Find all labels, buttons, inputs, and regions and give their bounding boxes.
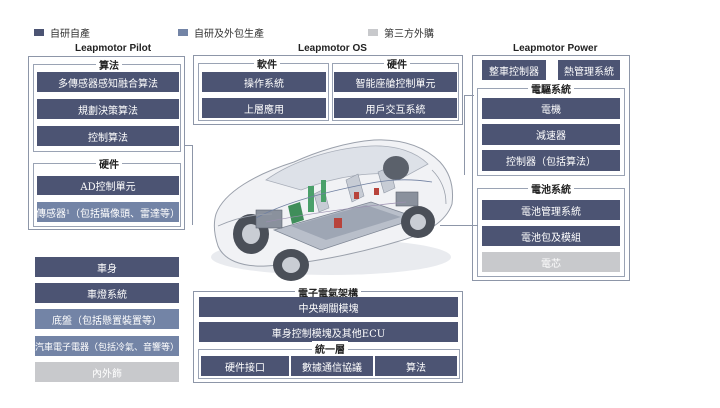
pilot-hw-item-2: 傳感器¹（包括攝像頭、雷達等） xyxy=(36,202,180,222)
ee-unified-item-1: 硬件接口 xyxy=(201,356,289,376)
legend-swatch-jv xyxy=(178,29,188,36)
power-drive-item-3: 控制器（包括算法） xyxy=(482,150,620,171)
power-drive-title: 電驅系統 xyxy=(528,81,574,96)
legend-label-jv: 自研及外包生產 xyxy=(194,29,264,40)
pilot-title: Leapmotor Pilot xyxy=(72,43,155,54)
os-sw-item-1: 操作系統 xyxy=(202,72,326,92)
os-sw-item-2: 上層應用 xyxy=(202,98,326,118)
pilot-frame xyxy=(28,56,185,230)
pilot-algo-title: 算法 xyxy=(96,57,122,72)
body-item-5: 內外飾 xyxy=(35,362,179,382)
power-frame xyxy=(472,55,630,281)
legend-label-tp: 第三方外購 xyxy=(384,29,434,40)
power-battery-item-3: 電芯 xyxy=(482,252,620,272)
connector-pilot xyxy=(185,145,193,146)
connector-power xyxy=(464,95,474,96)
os-sw-title: 軟件 xyxy=(254,56,280,71)
ee-unified-item-3: 算法 xyxy=(375,356,457,376)
os-hw-item-1: 智能座艙控制單元 xyxy=(334,72,457,92)
power-battery-item-2: 電池包及模組 xyxy=(482,226,620,246)
power-battery-title: 電池系統 xyxy=(528,181,574,196)
power-top-item-1: 整車控制器 xyxy=(482,60,546,80)
power-battery-item-1: 電池管理系統 xyxy=(482,200,620,220)
legend-label-own: 自研自產 xyxy=(50,29,90,40)
power-top-item-2: 熱管理系統 xyxy=(558,60,620,80)
body-item-4: 汽車電子電器（包括冷氣、音響等） xyxy=(35,336,179,356)
os-title: Leapmotor OS xyxy=(295,43,370,54)
ee-title: 電子電氣架構 xyxy=(295,285,361,300)
pilot-hw-item-1: AD控制單元 xyxy=(37,176,179,195)
pilot-algo-item-2: 規劃決策算法 xyxy=(37,99,179,119)
pilot-hw-title: 硬件 xyxy=(96,156,122,171)
body-item-2: 車燈系統 xyxy=(35,283,179,303)
connector-pilot-v xyxy=(192,145,193,225)
power-title: Leapmotor Power xyxy=(510,43,601,54)
ee-unified-title: 統一層 xyxy=(312,341,348,356)
car-illustration xyxy=(211,139,454,281)
connector-battery xyxy=(440,225,478,226)
legend-swatch-tp xyxy=(368,29,378,36)
pilot-algo-item-3: 控制算法 xyxy=(37,126,179,146)
legend-swatch-own xyxy=(34,29,44,36)
ee-unified-item-2: 數據通信協議 xyxy=(291,356,373,376)
os-frame xyxy=(193,55,463,125)
power-drive-item-1: 電機 xyxy=(482,98,620,119)
os-hw-item-2: 用戶交互系統 xyxy=(334,98,457,118)
body-item-3: 底盤（包括懸置裝置等） xyxy=(35,309,179,329)
body-item-1: 車身 xyxy=(35,257,179,277)
power-drive-item-2: 減速器 xyxy=(482,124,620,145)
ee-item-2: 車身控制模塊及其他ECU xyxy=(199,322,458,342)
connector-power-v xyxy=(464,95,465,175)
ee-item-1: 中央網關模塊 xyxy=(199,297,458,317)
os-hw-title: 硬件 xyxy=(384,56,410,71)
pilot-algo-item-1: 多傳感器感知融合算法 xyxy=(37,72,179,92)
